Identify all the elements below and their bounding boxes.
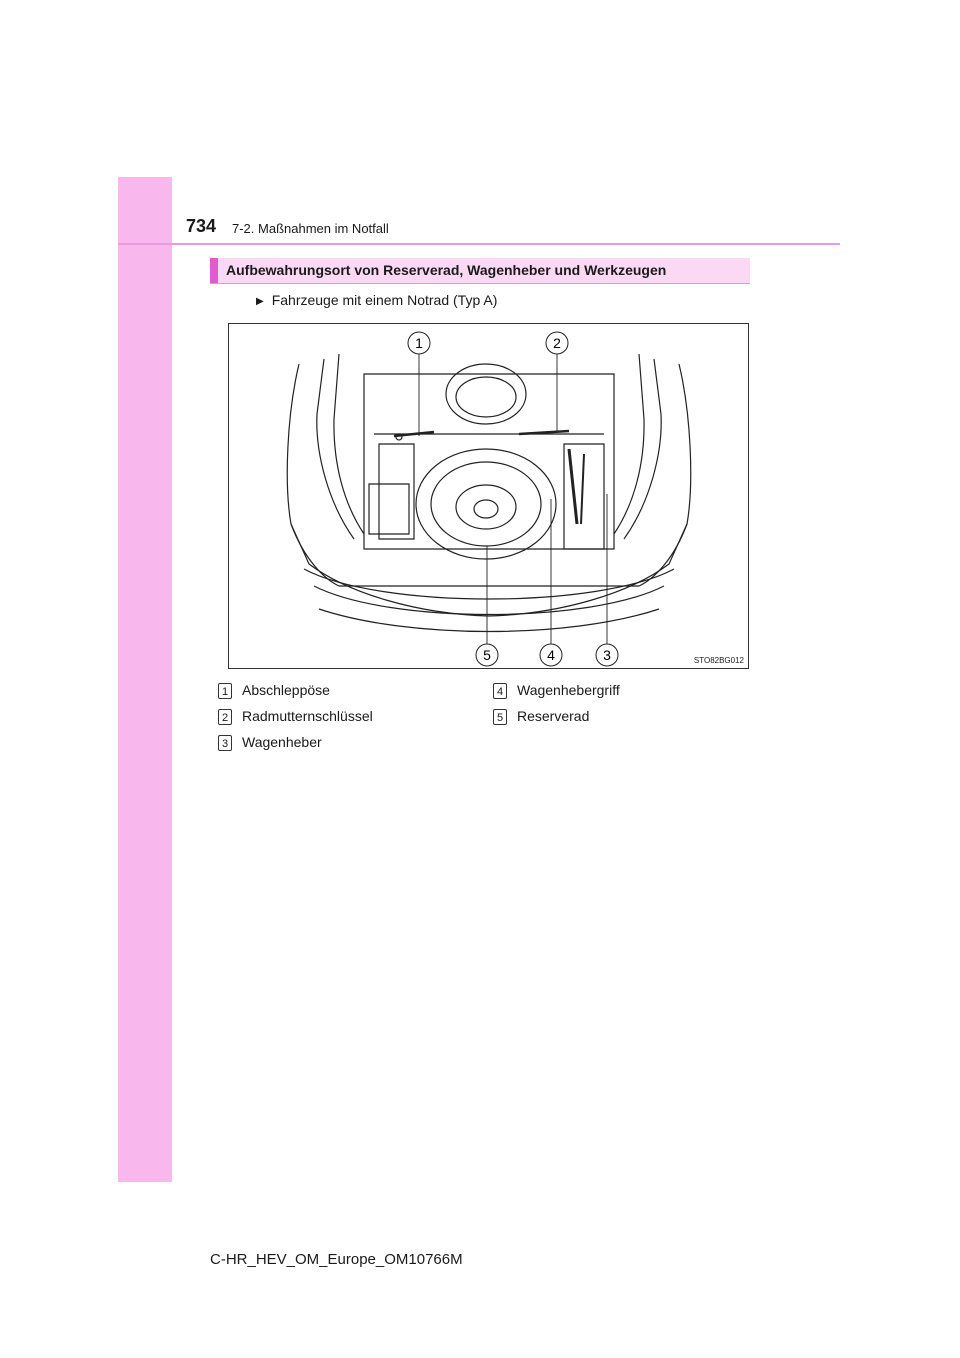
legend-label: Wagenheber xyxy=(242,734,322,750)
callout-3: 3 xyxy=(595,643,619,667)
legend-label: Wagenhebergriff xyxy=(517,682,620,698)
callout-1: 1 xyxy=(407,331,431,355)
section-heading-bar xyxy=(210,258,218,283)
page-number: 734 xyxy=(186,216,217,236)
section-heading-text: Aufbewahrungsort von Reserverad, Wagenhe… xyxy=(226,262,667,278)
callout-2-label: 2 xyxy=(553,335,561,351)
bullet-item: ▶ Fahrzeuge mit einem Notrad (Typ A) xyxy=(256,292,497,308)
legend-label: Reserverad xyxy=(517,708,590,724)
callout-4-label: 4 xyxy=(547,647,555,663)
chapter-title: 7-2. Maßnahmen im Notfall xyxy=(232,221,389,236)
figure-trunk-illustration: 1 2 5 4 3 STO82BG012 xyxy=(228,323,749,669)
legend-number: 3 xyxy=(218,735,232,752)
legend-item: 1 Abschleppöse xyxy=(218,682,330,700)
triangle-bullet-icon: ▶ xyxy=(256,296,264,307)
callout-1-label: 1 xyxy=(415,335,423,351)
legend-label: Radmutternschlüssel xyxy=(242,708,373,724)
legend-number: 4 xyxy=(493,683,507,700)
document-footer: C-HR_HEV_OM_Europe_OM10766M xyxy=(210,1251,463,1268)
callout-3-label: 3 xyxy=(603,647,611,663)
legend-item: 5 Reserverad xyxy=(493,708,590,726)
callout-layer: 1 2 5 4 3 xyxy=(407,331,619,667)
legend-number: 2 xyxy=(218,709,232,726)
trunk-illustration-drawing xyxy=(286,353,692,644)
legend-label: Abschleppöse xyxy=(242,682,330,698)
legend-number: 5 xyxy=(493,709,507,726)
side-tab-band xyxy=(118,177,172,1182)
header-rule xyxy=(118,243,840,245)
callout-4: 4 xyxy=(539,643,563,667)
legend-number: 1 xyxy=(218,683,232,700)
callout-2: 2 xyxy=(545,331,569,355)
legend-item: 4 Wagenhebergriff xyxy=(493,682,620,700)
callout-5-label: 5 xyxy=(483,647,491,663)
section-heading: Aufbewahrungsort von Reserverad, Wagenhe… xyxy=(210,258,750,284)
callout-5: 5 xyxy=(475,643,499,667)
legend-item: 3 Wagenheber xyxy=(218,734,322,752)
legend-item: 2 Radmutternschlüssel xyxy=(218,708,373,726)
figure-code: STO82BG012 xyxy=(693,656,744,665)
bullet-text: Fahrzeuge mit einem Notrad (Typ A) xyxy=(271,292,498,308)
